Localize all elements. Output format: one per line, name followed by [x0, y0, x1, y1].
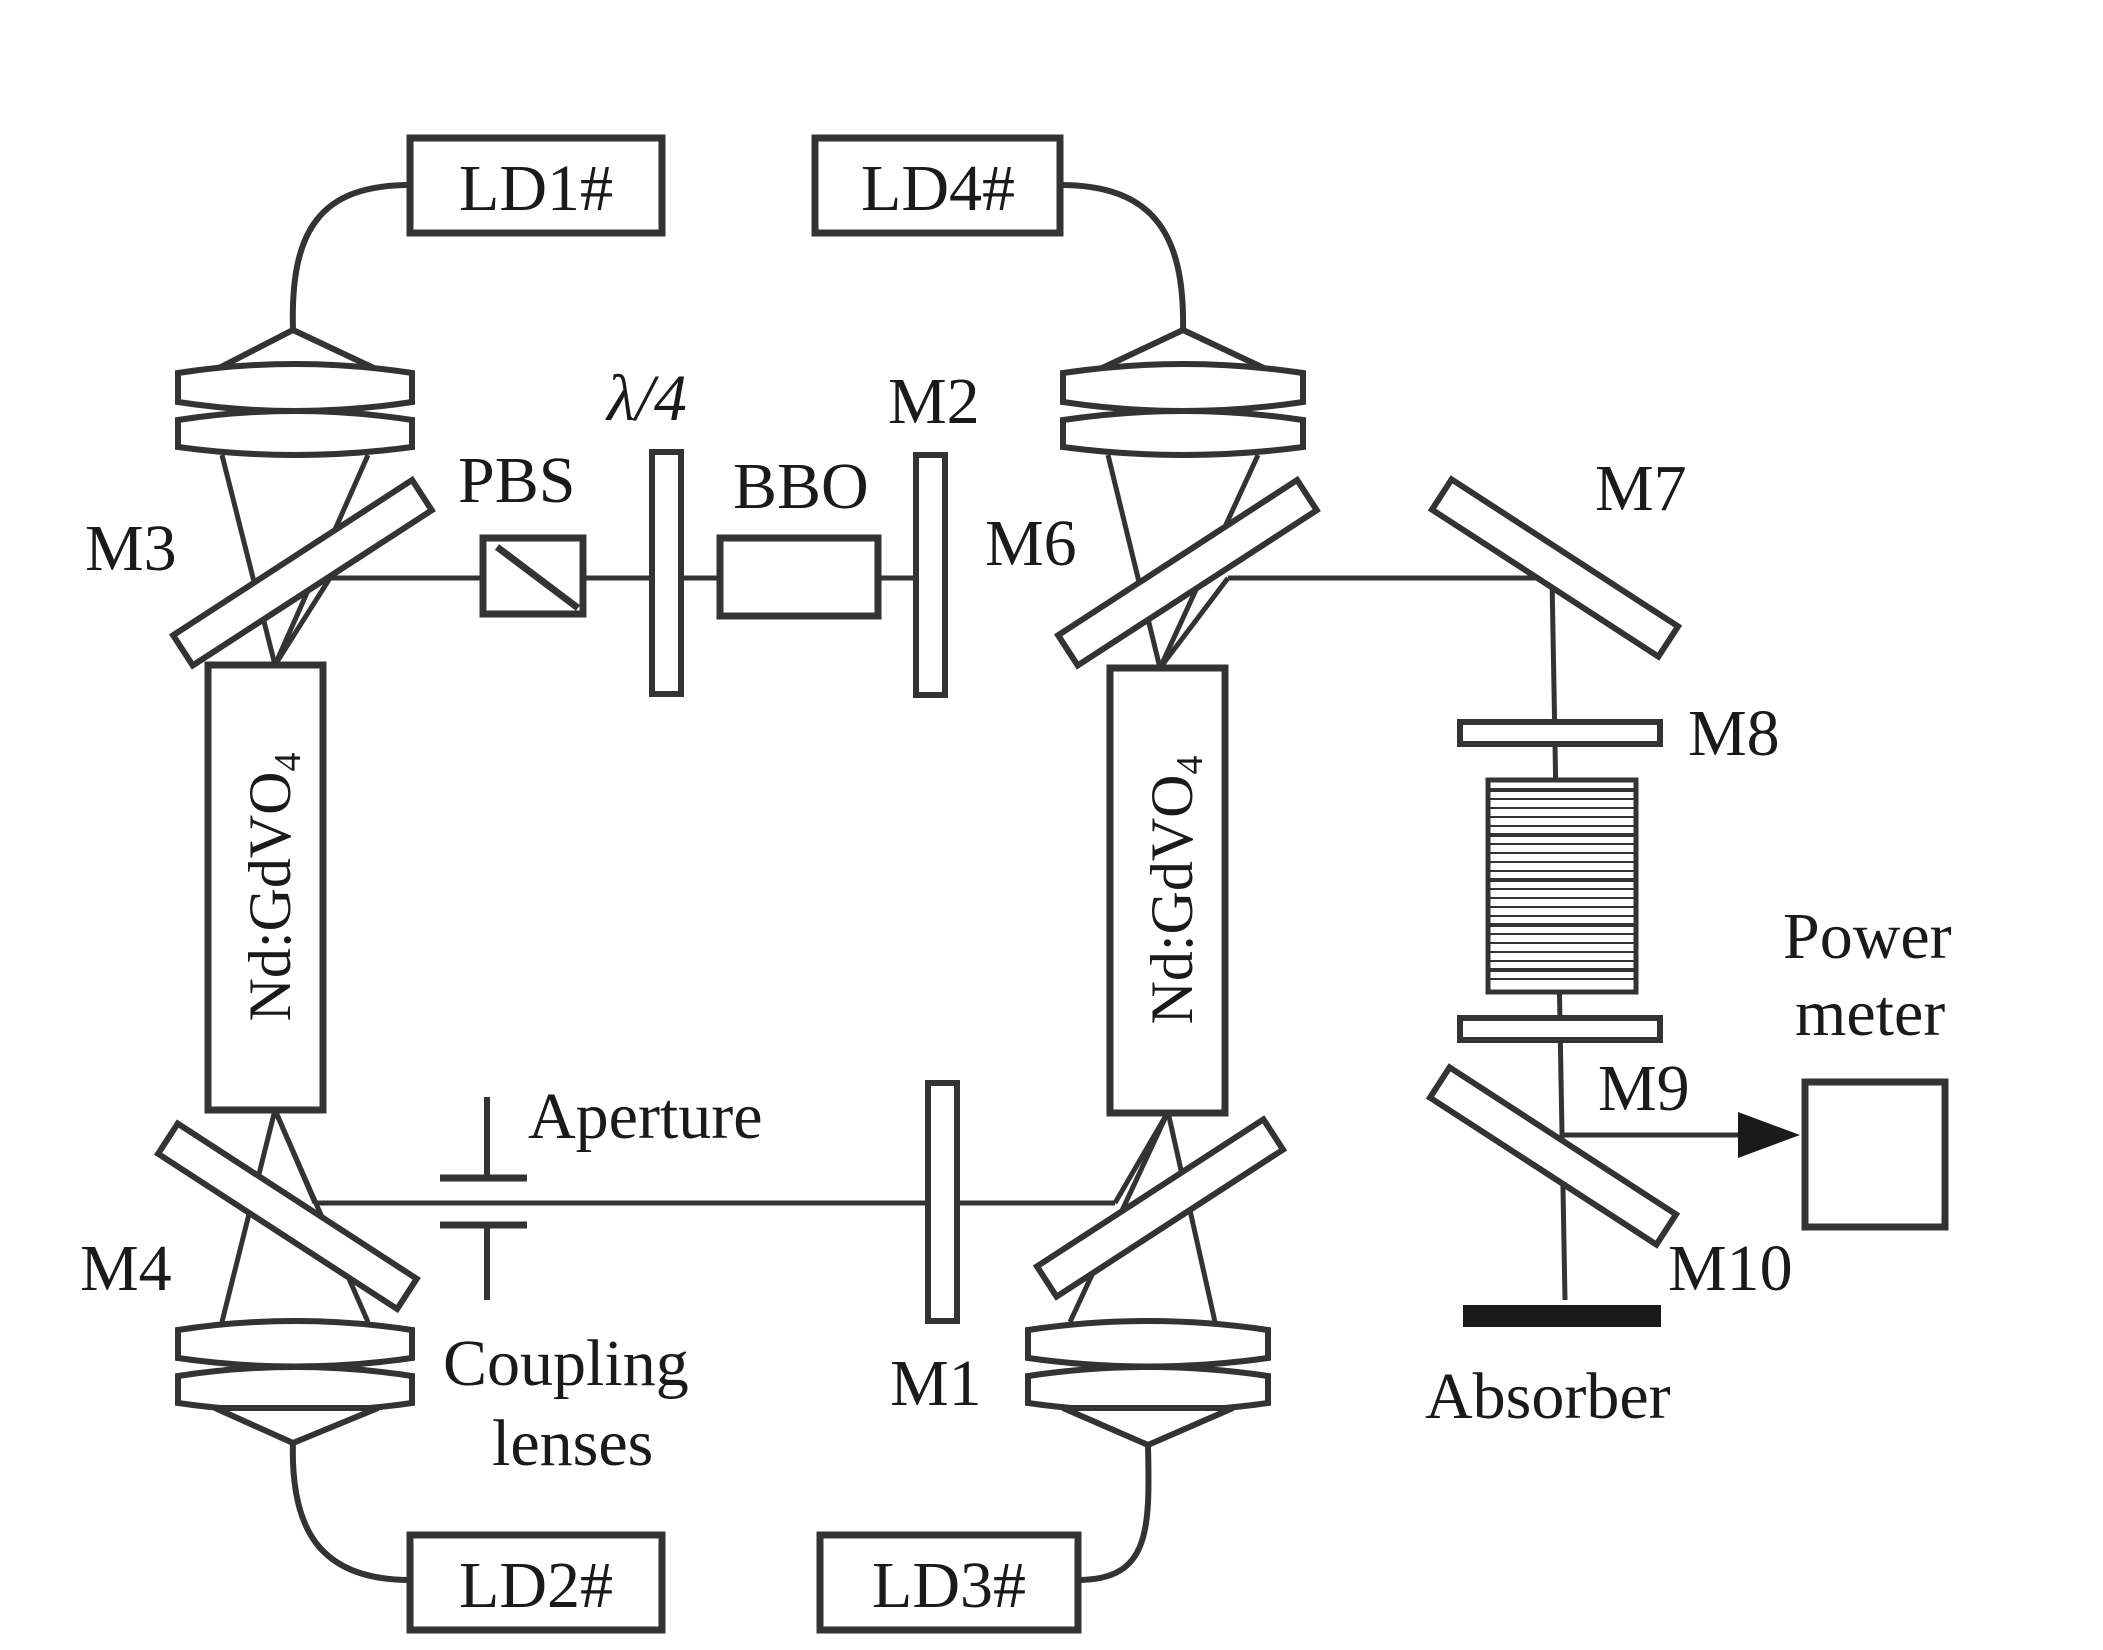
coupling-lenses-top-right — [1060, 326, 1306, 670]
label-m2: M2 — [888, 365, 980, 438]
label-pbs: PBS — [458, 444, 575, 517]
mirror-m4 — [153, 1119, 421, 1314]
label-absorber: Absorber — [1425, 1360, 1671, 1433]
label-power-line1: Power — [1783, 900, 1952, 973]
arrow-head — [1738, 1112, 1800, 1158]
label-m3: M3 — [85, 512, 177, 585]
waveplate-plate — [649, 449, 684, 697]
fiber-ld1 — [289, 182, 411, 331]
mirror-m1-fold — [1032, 1115, 1288, 1301]
mirror-m1 — [925, 1080, 960, 1324]
pbs — [479, 534, 587, 618]
crystal-left-subscript: 4 — [267, 753, 309, 772]
label-bbo: BBO — [733, 450, 869, 523]
fiber-ld3 — [1077, 1444, 1152, 1583]
ld2-box: LD2# — [406, 1531, 666, 1634]
fiber-ld2 — [289, 1439, 411, 1583]
label-waveplate: λ/4 — [605, 362, 687, 435]
mirror-m3 — [168, 475, 436, 670]
svg-text:Nd:GdVO4: Nd:GdVO4 — [1139, 756, 1211, 1025]
mirror-m6 — [1053, 475, 1321, 670]
beam-fold-m1 — [1112, 1110, 1171, 1205]
crystal-left-label: Nd:GdVO — [237, 772, 303, 1022]
crystal-left: Nd:GdVO4 — [204, 661, 327, 1114]
filter-lines — [1490, 788, 1634, 980]
mirror-m9 — [1457, 1015, 1663, 1043]
label-power-line2: meter — [1795, 977, 1945, 1050]
mirror-m7 — [1427, 475, 1683, 661]
svg-text:Nd:GdVO4: Nd:GdVO4 — [237, 753, 309, 1022]
ld2-label: LD2# — [459, 1549, 613, 1622]
ld3-box: LD3# — [816, 1531, 1082, 1634]
label-coupling-line1: Coupling — [443, 1327, 689, 1400]
mirror-m10 — [1425, 1063, 1681, 1249]
ld4-label: LD4# — [861, 152, 1015, 225]
ld4-box: LD4# — [811, 134, 1064, 237]
label-aperture: Aperture — [528, 1080, 763, 1153]
label-m6: M6 — [985, 507, 1077, 580]
label-m8: M8 — [1688, 697, 1780, 770]
bbo-crystal — [716, 534, 882, 620]
crystal-right-label: Nd:GdVO — [1139, 775, 1205, 1025]
label-m10: M10 — [1668, 1232, 1793, 1305]
label-coupling-line2: lenses — [492, 1407, 653, 1480]
coupling-lenses-bottom-right — [1025, 1110, 1271, 1449]
ld1-label: LD1# — [459, 152, 613, 225]
label-m9: M9 — [1598, 1052, 1690, 1125]
aperture — [440, 1097, 527, 1300]
ld1-box: LD1# — [406, 134, 666, 237]
ld3-label: LD3# — [872, 1549, 1026, 1622]
stacked-filter — [1485, 777, 1639, 995]
fiber-ld4 — [1059, 182, 1187, 331]
crystal-right-subscript: 4 — [1169, 756, 1211, 775]
power-meter-box — [1801, 1078, 1949, 1231]
absorber-plate — [1463, 1305, 1661, 1327]
label-m4: M4 — [80, 1232, 172, 1305]
mirror-m2 — [913, 452, 948, 698]
label-m1: M1 — [890, 1347, 982, 1420]
label-m7: M7 — [1595, 452, 1687, 525]
beam-fold-m4 — [272, 1109, 318, 1204]
beam-fold-m3 — [272, 576, 333, 667]
beam-fold-m6 — [1158, 576, 1230, 670]
mirror-m8 — [1457, 719, 1663, 747]
crystal-right: Nd:GdVO4 — [1106, 664, 1229, 1117]
